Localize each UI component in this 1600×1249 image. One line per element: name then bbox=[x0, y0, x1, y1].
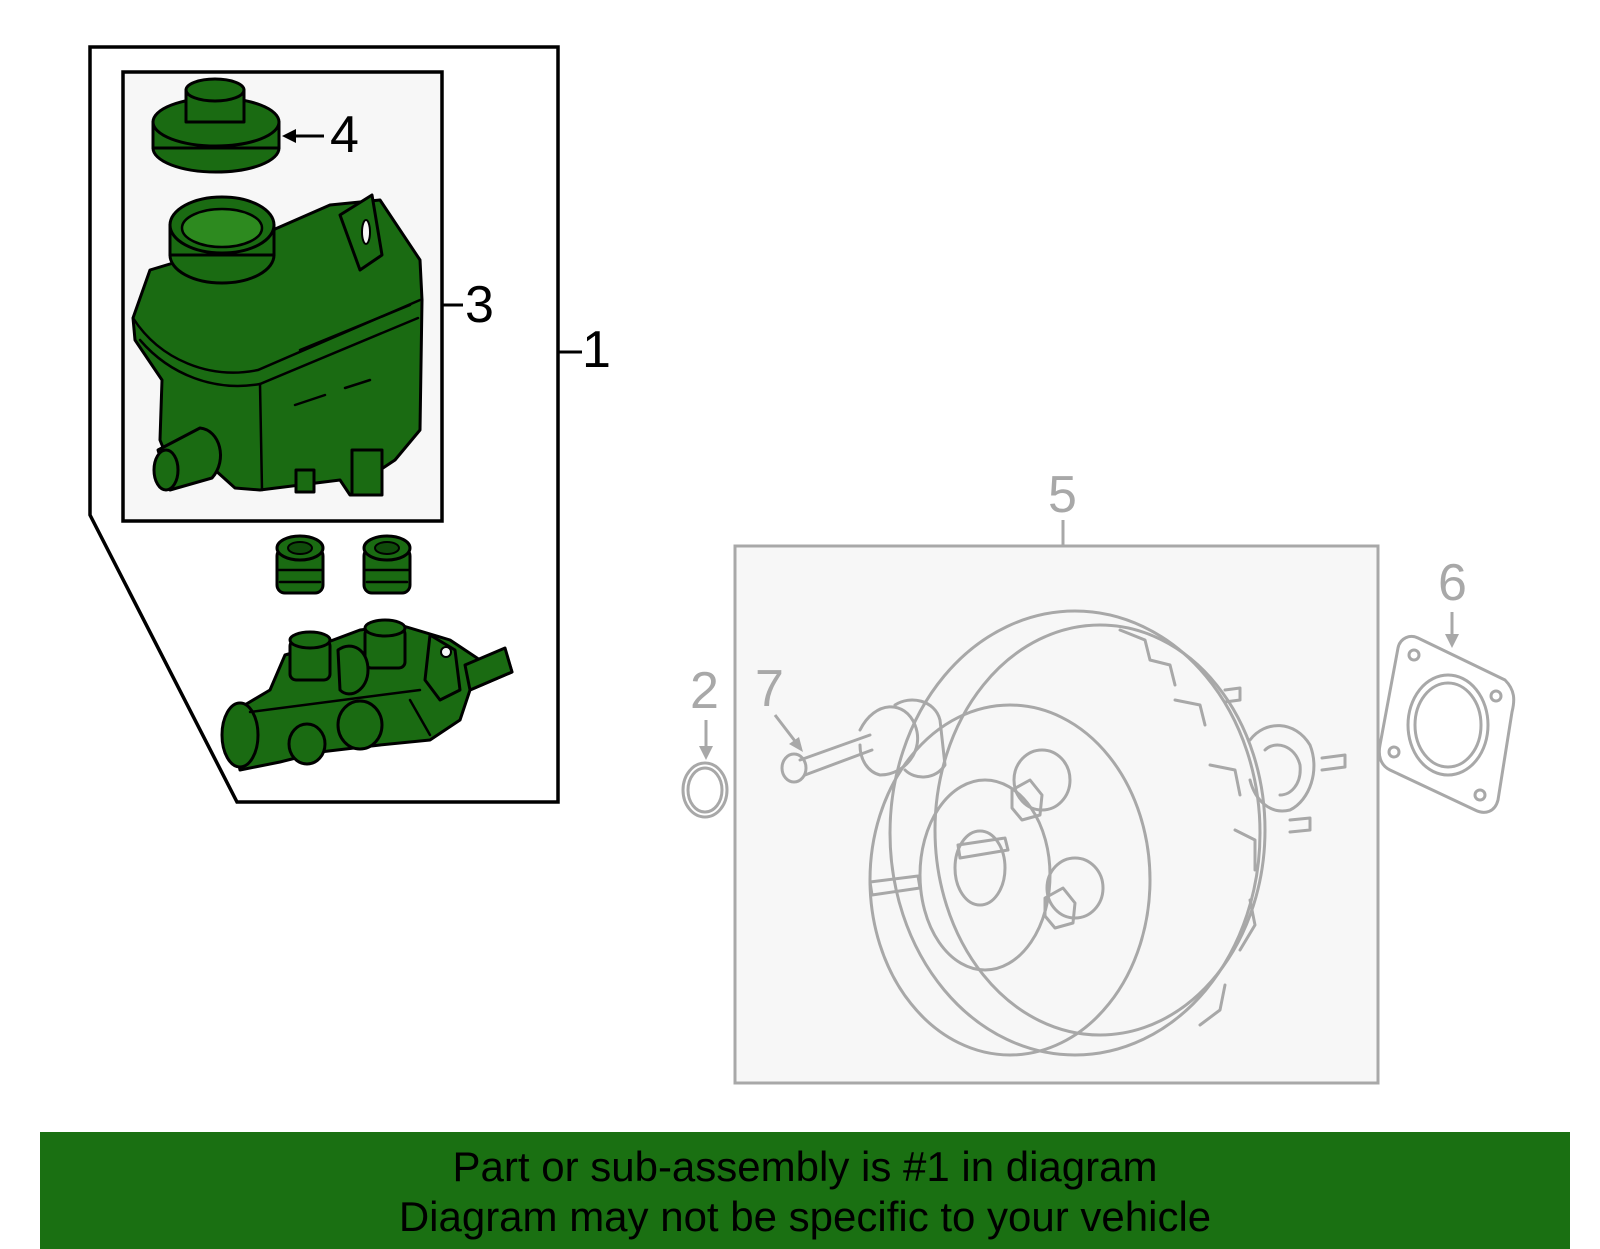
brake-booster-part-5[interactable] bbox=[780, 609, 1347, 1057]
callout-6-arrowhead bbox=[1445, 634, 1459, 648]
grommet-right bbox=[362, 534, 412, 595]
callout-4-label: 4 bbox=[330, 106, 359, 164]
notice-banner: Part or sub-assembly is #1 in diagram Di… bbox=[40, 1132, 1570, 1249]
callout-3-label: 3 bbox=[465, 276, 494, 334]
callout-5-label: 5 bbox=[1048, 466, 1077, 524]
callout-1-label: 1 bbox=[582, 321, 611, 379]
grommet-left bbox=[275, 534, 325, 595]
callout-4-arrowhead bbox=[282, 129, 296, 143]
callout-6-label: 6 bbox=[1438, 554, 1467, 612]
assembly-1-group: 4 3 1 bbox=[88, 45, 611, 804]
callout-7-arrow bbox=[773, 714, 800, 746]
reservoir-cap-part-4[interactable] bbox=[151, 77, 281, 174]
grommets[interactable] bbox=[275, 534, 412, 595]
banner-line-1: Part or sub-assembly is #1 in diagram bbox=[452, 1143, 1158, 1190]
callout-7-label: 7 bbox=[755, 660, 784, 718]
banner-line-2: Diagram may not be specific to your vehi… bbox=[398, 1193, 1212, 1240]
booster-group: 5 bbox=[681, 466, 1516, 1085]
assembly-5-box bbox=[733, 544, 1380, 1085]
callout-2-arrowhead bbox=[699, 746, 713, 760]
reservoir-part-3[interactable] bbox=[131, 193, 424, 497]
seal-ring-part-2[interactable] bbox=[681, 761, 729, 819]
callout-7-arrowhead bbox=[789, 737, 803, 752]
gasket-part-6[interactable] bbox=[1377, 634, 1516, 814]
master-cylinder-body[interactable] bbox=[220, 618, 514, 772]
callout-2-label: 2 bbox=[690, 662, 719, 720]
